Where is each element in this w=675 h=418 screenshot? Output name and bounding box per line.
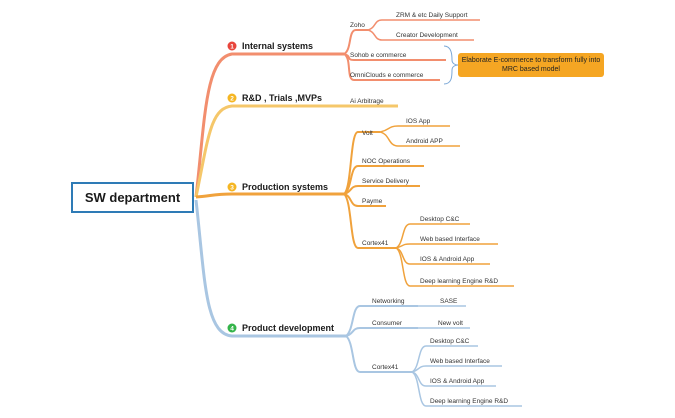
root-node: SW department — [71, 182, 194, 213]
branch-product-label: Product development — [242, 323, 334, 333]
connector-cortex-product — [345, 335, 412, 373]
root-label: SW department — [84, 190, 181, 205]
connector-noc — [343, 165, 424, 195]
node-zoho: Zoho — [350, 22, 365, 29]
node-pd-web-interface: Web based Interface — [430, 358, 490, 365]
node-networking: Networking — [372, 298, 405, 305]
badge-production — [227, 182, 237, 192]
connector-pd-desktop — [411, 345, 478, 373]
node-sase: SASE — [440, 298, 458, 305]
connector-pd-web — [411, 365, 502, 373]
node-cortex41-production: Cortex41 — [362, 240, 389, 247]
badge-internal — [227, 41, 237, 51]
badge-production-number: 3 — [230, 184, 234, 191]
branch-internal-label: Internal systems — [242, 41, 313, 51]
badge-rnd — [227, 93, 237, 103]
connector-prod-desktop — [395, 223, 470, 249]
connector-pd-deep — [411, 371, 522, 407]
branch-internal-connector — [194, 52, 344, 198]
badge-product-number: 4 — [230, 325, 234, 332]
connector-payme — [343, 193, 386, 207]
connector-omni — [343, 53, 440, 81]
node-pd-ios-android: IOS & Android App — [430, 378, 485, 385]
connector-zrm — [367, 19, 480, 31]
node-zrm-support: ZRM & etc Daily Support — [396, 12, 468, 19]
badge-internal-number: 1 — [230, 43, 234, 50]
branch-rnd-connector — [194, 104, 398, 198]
badge-rnd-number: 2 — [230, 95, 234, 102]
node-pd-deep-learning: Deep learning Engine R&D — [430, 398, 508, 405]
connector-prod-web — [395, 243, 498, 249]
branch-production-connector — [195, 192, 344, 199]
node-omniclouds-ecommerce: OmniClouds e commerce — [350, 72, 424, 79]
badge-product — [227, 323, 237, 333]
node-pd-desktop-cc: Desktop C&C — [430, 338, 470, 345]
callout-text: Elaborate E-commerce to transform fully … — [461, 57, 601, 73]
branch-production-label: Production systems — [242, 182, 328, 192]
node-new-volt: New volt — [438, 320, 463, 327]
connector-ios-app — [379, 125, 450, 133]
node-prod-deep-learning: Deep learning Engine R&D — [420, 278, 498, 285]
connector-prod-deep — [395, 247, 514, 287]
node-payme: Payme — [362, 198, 383, 205]
connector-android-app — [379, 131, 460, 147]
node-sohob-ecommerce: Sohob e commerce — [350, 52, 407, 59]
node-android-app: Android APP — [406, 138, 443, 145]
branch-rnd-label: R&D , Trials ,MVPs — [242, 93, 322, 103]
node-ai-arbitrage: Ai Arbitrage — [350, 98, 384, 105]
node-cortex41-product: Cortex41 — [372, 364, 399, 371]
node-service-delivery: Service Delivery — [362, 178, 410, 185]
node-noc-operations: NOC Operations — [362, 158, 411, 165]
connector-creator — [367, 29, 474, 41]
branch-product-connector — [194, 199, 346, 338]
ecommerce-callout: Elaborate E-commerce to transform fully … — [458, 53, 604, 77]
node-prod-desktop-cc: Desktop C&C — [420, 216, 460, 223]
callout-bracket — [443, 45, 459, 85]
node-consumer: Consumer — [372, 320, 403, 327]
connector-networking — [345, 305, 418, 337]
node-ios-app: IOS App — [406, 118, 431, 125]
connector-service — [343, 185, 420, 195]
node-creator-development: Creator Development — [396, 32, 458, 39]
node-prod-web-interface: Web based Interface — [420, 236, 480, 243]
connector-zoho — [343, 29, 368, 55]
connector-consumer — [345, 327, 418, 337]
connector-cortex-prod — [343, 193, 396, 249]
node-prod-ios-android: IOS & Android App — [420, 256, 475, 263]
node-volt: Volt — [362, 130, 373, 137]
